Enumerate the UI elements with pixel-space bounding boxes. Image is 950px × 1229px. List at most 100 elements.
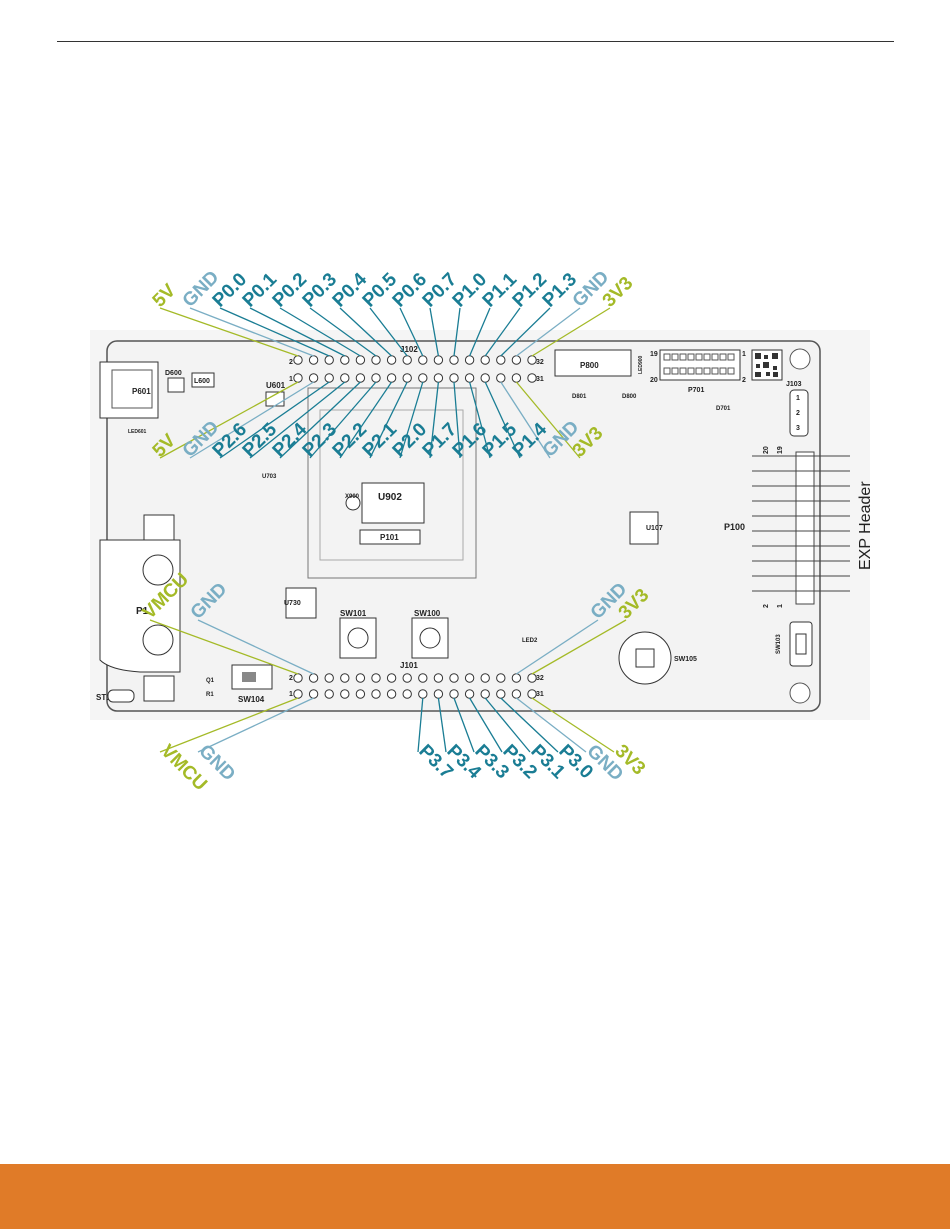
- p800-pin-top: 19: [650, 351, 658, 358]
- sw100-label: SW100: [414, 609, 441, 618]
- header-pin-hole: [402, 673, 412, 683]
- crystal-label: X900: [345, 494, 360, 500]
- l600-shape: [191, 372, 215, 388]
- sw104-slider: [242, 672, 256, 682]
- header-pin-hole: [527, 373, 537, 383]
- leader-line: [369, 307, 408, 357]
- p701-label: P701: [688, 387, 704, 394]
- leader-line: [189, 381, 314, 459]
- d800-label: D800: [622, 394, 637, 400]
- header-pin-hole: [355, 355, 366, 365]
- sw101-label: SW101: [340, 609, 367, 618]
- battery-label: P1: [136, 606, 149, 617]
- mcu-area-inner: [319, 409, 464, 561]
- leader-line: [484, 307, 521, 357]
- p800-pin-bottom: 20: [650, 377, 658, 384]
- leader-line: [279, 381, 361, 459]
- leader-line: [516, 697, 587, 753]
- top-pin-num-1: 1: [289, 376, 293, 383]
- top-pin-num-31: 31: [536, 376, 544, 383]
- header-pin-hole: [496, 373, 506, 383]
- leader-line: [531, 697, 615, 753]
- header-pin-hole: [433, 689, 444, 699]
- header-pin-hole: [355, 689, 366, 699]
- p701-pin-bottom: 2: [742, 377, 746, 384]
- battery-tab-top: [143, 514, 175, 541]
- dc-jack-inner: [111, 369, 153, 409]
- header-pin-hole: [402, 689, 412, 699]
- st1-label: ST1: [96, 693, 111, 702]
- leader-line: [159, 381, 299, 459]
- p800-label: P800: [580, 361, 599, 370]
- bottom-pin-num-1: 1: [289, 691, 293, 698]
- d801-label: D801: [572, 394, 587, 400]
- leader-line: [469, 697, 503, 753]
- mounting-hole: [789, 348, 811, 370]
- header-pin-hole: [496, 673, 506, 683]
- leader-line: [437, 697, 447, 753]
- header-pin-hole: [418, 373, 428, 383]
- header-pin-hole: [293, 355, 303, 365]
- header-pin-hole: [418, 673, 428, 683]
- leader-line: [500, 697, 559, 753]
- leader-line: [197, 619, 314, 675]
- joystick-center: [635, 648, 655, 668]
- leader-line: [309, 381, 377, 459]
- leader-line: [159, 307, 299, 357]
- mcu-area-outline: [307, 387, 477, 579]
- header-pin-hole: [511, 355, 522, 365]
- header-pin-hole: [418, 689, 428, 699]
- leader-line: [531, 307, 611, 357]
- p101-label: P101: [380, 533, 399, 542]
- header-pin-hole: [449, 355, 459, 365]
- leader-line: [149, 619, 299, 675]
- st1-shape: [107, 689, 135, 703]
- mcu-label: U902: [378, 492, 402, 503]
- header-pin-hole: [527, 673, 537, 683]
- header-pin-hole: [340, 689, 350, 699]
- header-pin-hole: [449, 673, 459, 683]
- header-pin-hole: [527, 689, 537, 699]
- exp-header-label: P100: [724, 522, 745, 532]
- exp-header-pins: [752, 451, 850, 605]
- header-pin-hole: [527, 355, 537, 365]
- header-pin-hole: [386, 689, 397, 699]
- d600-label: D600: [165, 370, 182, 377]
- header-pin-hole: [308, 373, 319, 383]
- led900-label: LED900: [638, 355, 644, 374]
- leader-line: [468, 381, 491, 459]
- leader-line: [429, 307, 440, 357]
- header-pin-hole: [480, 355, 490, 365]
- header-pin-hole: [449, 373, 459, 383]
- header-pin-hole: [386, 673, 397, 683]
- leader-line: [453, 381, 461, 459]
- leader-line: [219, 307, 330, 357]
- battery-contact-top: [142, 554, 174, 586]
- header-pin-hole: [386, 373, 397, 383]
- leader-line: [249, 307, 346, 357]
- header-pin-hole: [496, 355, 506, 365]
- p701-pins: [663, 353, 735, 375]
- j103-pin-3: 3: [796, 425, 800, 432]
- battery-tab-bottom: [143, 675, 175, 702]
- leader-line: [429, 381, 440, 459]
- header-pins: [293, 355, 537, 699]
- battery-contact-bottom: [142, 624, 174, 656]
- header-pin-hole: [511, 673, 522, 683]
- leader-line: [399, 381, 424, 459]
- header-pin-hole: [371, 373, 381, 383]
- leader-line: [453, 697, 475, 753]
- top-pin-num-2: 2: [289, 359, 293, 366]
- leader-line: [219, 381, 330, 459]
- leader-line: [197, 697, 314, 753]
- top-pin-label: 5V: [149, 280, 181, 312]
- sw103-knob: [795, 633, 807, 655]
- footer-bar: [0, 1164, 950, 1229]
- exp-pin-19: 19: [777, 446, 784, 454]
- exp-header-title: EXP Header: [857, 481, 874, 570]
- u601-label: U601: [266, 381, 286, 390]
- bottom-pin-num-2: 2: [289, 675, 293, 682]
- leader-line: [159, 697, 299, 753]
- u107-shape: [629, 511, 659, 545]
- header-pin-hole: [355, 673, 366, 683]
